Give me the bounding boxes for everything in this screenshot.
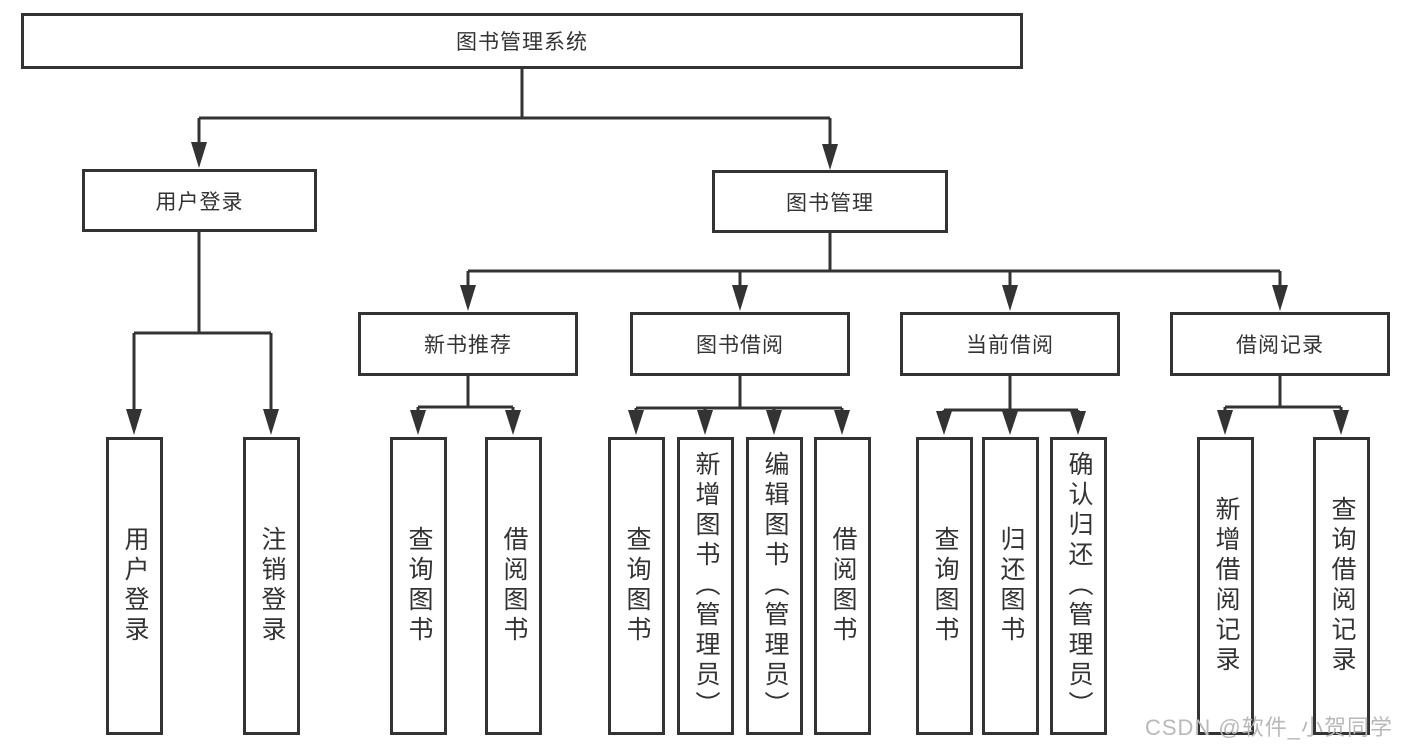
node-borrow-records: 借阅记录 (1170, 312, 1390, 376)
node-label: 查询图书 (623, 526, 651, 646)
node-label: 新书推荐 (424, 334, 512, 357)
leaf-query-books-borrow: 查询图书 (608, 437, 665, 735)
leaf-add-borrow-record: 新增借阅记录 (1197, 437, 1254, 735)
leaf-borrow-books-recommend: 借阅图书 (485, 437, 542, 735)
node-current-borrow: 当前借阅 (900, 312, 1120, 376)
node-label: 用户登录 (155, 190, 244, 214)
node-new-book-recommend: 新书推荐 (358, 312, 578, 376)
leaf-query-borrow-record: 查询借阅记录 (1313, 437, 1370, 735)
node-book-borrow: 图书借阅 (630, 312, 850, 376)
csdn-watermark: CSDN @软件_小贺同学 (1144, 715, 1393, 740)
node-root-system: 图书管理系统 (21, 13, 1023, 69)
arrowheads (126, 142, 1349, 435)
node-label: 注销登录 (258, 526, 286, 646)
node-label: 用户登录 (121, 526, 149, 646)
node-label: 确认归还（管理员） (1065, 451, 1093, 721)
node-label: 借阅图书 (500, 526, 528, 646)
node-label: 图书管理系统 (456, 31, 588, 54)
node-book-management: 图书管理 (712, 170, 948, 233)
leaf-confirm-return-admin: 确认归还（管理员） (1050, 437, 1107, 735)
leaf-user-login: 用户登录 (106, 437, 163, 735)
node-label: 图书管理 (786, 191, 874, 215)
node-label: 图书借阅 (696, 334, 784, 357)
leaf-logout: 注销登录 (243, 437, 300, 735)
leaf-borrow-books: 借阅图书 (814, 437, 871, 735)
node-label: 借阅图书 (829, 526, 857, 646)
node-label: 查询借阅记录 (1328, 496, 1356, 676)
node-label: 归还图书 (997, 526, 1025, 646)
leaf-edit-books-admin: 编辑图书（管理员） (746, 437, 803, 735)
node-label: 查询图书 (931, 526, 959, 646)
node-label: 查询图书 (405, 526, 433, 646)
node-label: 当前借阅 (966, 334, 1054, 357)
node-user-login: 用户登录 (82, 169, 317, 232)
leaf-return-books: 归还图书 (982, 437, 1039, 735)
leaf-query-books-current: 查询图书 (916, 437, 973, 735)
node-label: 借阅记录 (1236, 334, 1324, 357)
node-label: 新增图书（管理员） (692, 451, 720, 721)
node-label: 编辑图书（管理员） (761, 451, 789, 721)
leaf-add-books-admin: 新增图书（管理员） (677, 437, 734, 735)
leaf-query-books-recommend: 查询图书 (390, 437, 447, 735)
node-label: 新增借阅记录 (1212, 496, 1240, 676)
